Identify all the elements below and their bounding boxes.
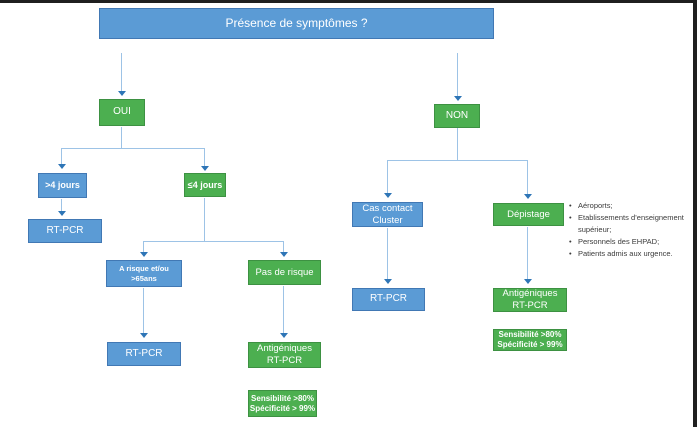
node-depistage-label: Dépistage xyxy=(507,208,550,220)
arrowhead-icon xyxy=(140,333,148,338)
connector-line xyxy=(204,198,205,241)
connector-line xyxy=(527,160,528,195)
node-non-label: NON xyxy=(445,109,469,121)
arrowhead-icon xyxy=(384,279,392,284)
node-rtpcr-gt4: RT-PCR xyxy=(28,219,102,243)
list-item: Patients admis aux urgence. xyxy=(567,248,693,260)
node-le4jours-label: ≤4 jours xyxy=(187,179,223,190)
connector-line xyxy=(387,160,388,194)
node-rtpcr-contact-label: RT-PCR xyxy=(369,293,408,305)
node-rtpcr-risque: RT-PCR xyxy=(107,342,181,366)
node-title-label: Présence de symptômes ? xyxy=(225,16,368,31)
node-sens-spec-left-line2: Spécificité > 99% xyxy=(249,403,316,413)
node-rtpcr-gt4-label: RT-PCR xyxy=(46,224,84,236)
arrowhead-icon xyxy=(58,211,66,216)
list-item: Aéroports; xyxy=(567,200,693,212)
arrowhead-icon xyxy=(118,91,126,96)
node-antigeniques-right-line1: Antigéniques xyxy=(502,288,558,300)
connector-line xyxy=(457,53,458,96)
node-sens-spec-right: Sensibilité >80% Spécificité > 99% xyxy=(493,329,567,351)
arrowhead-icon xyxy=(280,333,288,338)
node-rtpcr-risque-label: RT-PCR xyxy=(125,347,163,359)
node-a-risque: A risque et/ou >65ans xyxy=(106,260,182,287)
node-depistage: Dépistage xyxy=(493,203,564,226)
arrowhead-icon xyxy=(454,96,462,101)
connector-line xyxy=(61,199,62,212)
node-gt4jours: >4 jours xyxy=(38,173,87,198)
list-item: Etablissements d’enseignement supérieur; xyxy=(567,212,693,236)
connector-line xyxy=(61,148,62,165)
notes-list: Aéroports; Etablissements d’enseignement… xyxy=(567,200,693,260)
connector-line xyxy=(283,286,284,334)
notes-panel: Aéroports; Etablissements d’enseignement… xyxy=(567,200,693,260)
node-cas-contact: Cas contact Cluster xyxy=(352,202,423,227)
node-antigeniques-left-line2: RT-PCR xyxy=(266,355,303,366)
frame-top-bar xyxy=(0,0,697,3)
node-non: NON xyxy=(434,104,480,128)
arrowhead-icon xyxy=(384,193,392,198)
node-sens-spec-right-line2: Spécificité > 99% xyxy=(497,340,563,349)
arrowhead-icon xyxy=(201,166,209,171)
node-antigeniques-left-line1: Antigéniques xyxy=(257,343,312,355)
node-a-risque-line1: A risque et/ou xyxy=(119,264,169,274)
node-antigeniques-left: Antigéniques RT-PCR xyxy=(248,342,321,368)
connector-line xyxy=(283,241,284,253)
connector-elbow xyxy=(62,148,205,149)
arrowhead-icon xyxy=(280,252,288,257)
node-antigeniques-right-line2: RT-PCR xyxy=(512,300,548,311)
node-oui: OUI xyxy=(99,99,145,126)
connector-elbow xyxy=(388,160,528,161)
arrowhead-icon xyxy=(524,194,532,199)
node-sens-spec-left: Sensibilité >80% Spécificité > 99% xyxy=(248,390,317,417)
arrowhead-icon xyxy=(140,252,148,257)
node-title: Présence de symptômes ? xyxy=(99,8,494,39)
node-gt4jours-label: >4 jours xyxy=(45,180,80,191)
node-cas-contact-line1: Cas contact xyxy=(362,202,413,214)
node-sens-spec-right-line1: Sensibilité >80% xyxy=(498,330,562,340)
arrowhead-icon xyxy=(58,164,66,169)
node-pas-de-risque-label: Pas de risque xyxy=(255,266,314,278)
connector-line xyxy=(204,148,205,167)
node-pas-de-risque: Pas de risque xyxy=(248,260,321,285)
connector-line xyxy=(527,227,528,280)
arrowhead-icon xyxy=(524,279,532,284)
node-cas-contact-line2: Cluster xyxy=(372,214,403,226)
connector-line xyxy=(143,288,144,334)
connector-line xyxy=(121,53,122,91)
frame-right-bar xyxy=(693,0,697,427)
node-sens-spec-left-line1: Sensibilité >80% xyxy=(251,393,314,403)
node-a-risque-line2: >65ans xyxy=(131,273,157,283)
list-item: Personnels des EHPAD; xyxy=(567,236,693,248)
node-le4jours: ≤4 jours xyxy=(184,173,226,197)
connector-line xyxy=(387,228,388,280)
node-rtpcr-contact: RT-PCR xyxy=(352,288,425,311)
connector-elbow xyxy=(144,241,284,242)
node-oui-label: OUI xyxy=(113,106,131,118)
connector-line xyxy=(143,241,144,253)
connector-line xyxy=(121,127,122,148)
node-antigeniques-right: Antigéniques RT-PCR xyxy=(493,288,567,312)
connector-line xyxy=(457,128,458,160)
